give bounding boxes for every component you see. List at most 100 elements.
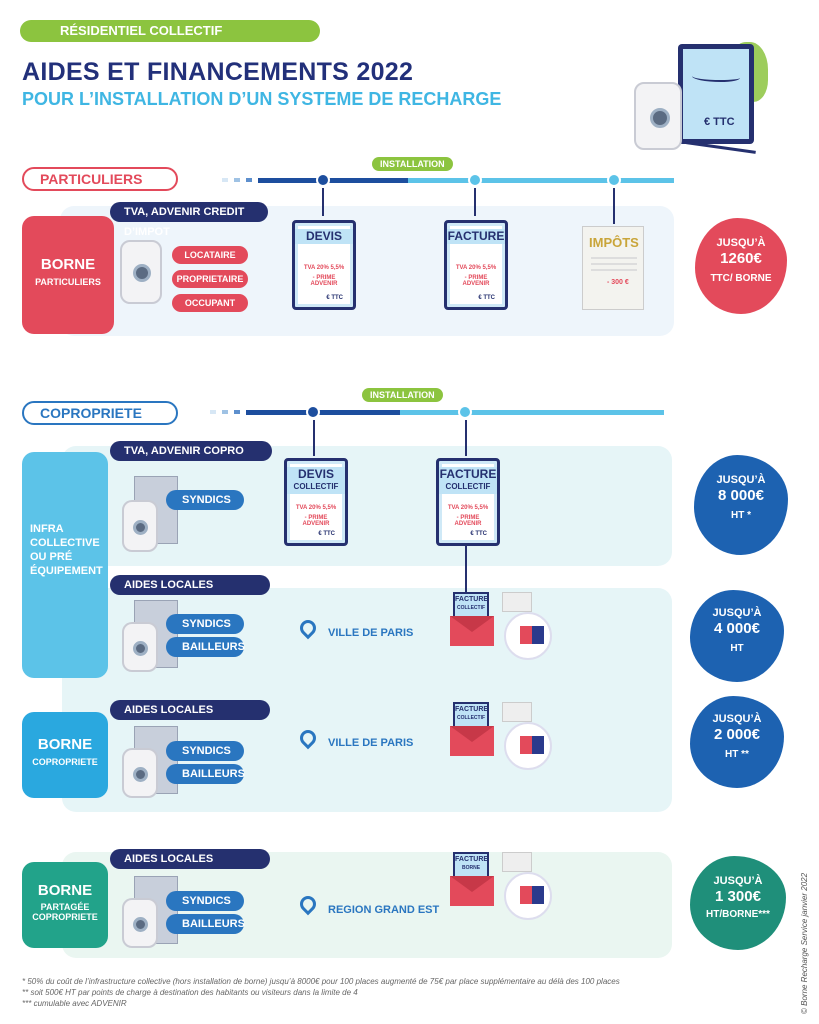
footnote-1: * 50% du coût de l’infrastructure collec…	[22, 977, 620, 986]
vat-old: TVA 20%	[447, 505, 473, 511]
infra-collective-box: INFRA COLLECTIVE OU PRÉ ÉQUIPEMENT	[22, 452, 108, 678]
installation-badge: INSTALLATION	[372, 157, 453, 171]
amount-line1: JUSQU’À	[716, 474, 766, 486]
vat-new: 5,5%	[474, 505, 489, 511]
side-title: BORNE	[37, 882, 93, 899]
envelope-icon: FACTURE COLLECTIF	[450, 592, 500, 652]
amount-value: 2 000€	[714, 726, 760, 743]
devis-card: DEVIS TVA 20% 5,5% - PRIME ADVENIR € TTC	[292, 220, 356, 310]
amount-copro-infra: JUSQU’À 8 000€ HT *	[694, 455, 788, 555]
impots-amount: - 300 €	[607, 279, 629, 286]
amount-line1: JUSQU’À	[712, 607, 762, 619]
env-doc-subtitle: COLLECTIF	[456, 715, 486, 721]
borne-partagee-box: BORNE PARTAGÉE COPROPRIETE	[22, 862, 108, 948]
charger-icon	[634, 82, 682, 150]
env-doc-subtitle: BORNE	[461, 865, 481, 871]
payment-hand-icon	[504, 612, 552, 660]
timeline-dot	[468, 173, 482, 187]
timeline-dot	[316, 173, 330, 187]
location-label: REGION GRAND EST	[328, 904, 440, 916]
header-illustration: € TTC	[628, 36, 778, 156]
amount-line1: JUSQU’À	[712, 713, 762, 725]
aid-label-locales: AIDES LOCALES	[110, 700, 270, 720]
vat-old: TVA 20%	[303, 265, 329, 271]
payment-hand-icon	[504, 722, 552, 770]
card-subtitle: COLLECTIF	[293, 482, 339, 491]
impots-card: IMPÔTS - 300 €	[582, 226, 644, 310]
envelope-icon: FACTURE COLLECTIF	[450, 702, 500, 762]
card-title: FACTURE	[447, 229, 505, 244]
vat-new: 5,5%	[330, 265, 345, 271]
timeline-dot	[306, 405, 320, 419]
card-title: DEVIS	[295, 229, 353, 244]
copyright: © Borne Recharge Service janvier 2022	[800, 872, 809, 1014]
card-ttc: € TTC	[326, 295, 343, 301]
amount-line3: TTC/ BORNE	[710, 273, 772, 284]
vat-new: 5,5%	[322, 505, 337, 511]
role-syndics: SYNDICS	[166, 490, 244, 510]
timeline-particuliers	[222, 172, 674, 192]
prime-line: - PRIME ADVENIR	[462, 275, 490, 287]
document-icon	[502, 852, 532, 872]
role-locataire: LOCATAIRE	[172, 246, 248, 264]
charger-icon	[122, 898, 158, 948]
amount-copro-paris-infra: JUSQU’À 4 000€ HT	[690, 590, 784, 682]
amount-line1: JUSQU’À	[713, 875, 763, 887]
side-subtitle: COPROPRIETE	[32, 912, 98, 922]
impots-title: IMPÔTS	[589, 235, 639, 250]
side-subtitle: PARTICULIERS	[35, 277, 101, 287]
charger-icon	[122, 500, 158, 552]
category-badge: RÉSIDENTIEL COLLECTIF	[20, 20, 320, 42]
amount-partagee: JUSQU’À 1 300€ HT/BORNE***	[690, 856, 786, 950]
vat-new: 5,5%	[482, 265, 497, 271]
env-doc-subtitle: COLLECTIF	[456, 605, 486, 611]
side-subtitle: PARTAGÉE	[40, 902, 90, 912]
role-bailleurs: BAILLEURS	[166, 914, 245, 934]
amount-line3: HT	[730, 643, 744, 654]
side-title: BORNE	[37, 736, 93, 753]
side-subtitle: COPROPRIETE	[32, 757, 98, 767]
illustration-price: € TTC	[704, 116, 735, 128]
card-subtitle: COLLECTIF	[445, 482, 491, 491]
footnote-3: *** cumulable avec ADVENIR	[22, 999, 127, 1008]
amount-copro-paris-borne: JUSQU’À 2 000€ HT **	[690, 696, 784, 788]
amount-particuliers: JUSQU’À 1260€ TTC/ BORNE	[695, 218, 787, 314]
card-ttc: € TTC	[318, 531, 335, 537]
particuliers-panel	[60, 206, 674, 336]
card-title: FACTURE	[439, 467, 497, 481]
document-icon	[502, 592, 532, 612]
page-title: AIDES ET FINANCEMENTS 2022	[22, 58, 414, 86]
aid-label-locales: AIDES LOCALES	[110, 849, 270, 869]
amount-value: 1 300€	[715, 888, 761, 905]
facture-card: FACTURE TVA 20% 5,5% - PRIME ADVENIR € T…	[444, 220, 508, 310]
location-label: VILLE DE PARIS	[328, 737, 414, 749]
vat-old: TVA 20%	[295, 505, 321, 511]
amount-value: 1260€	[720, 250, 762, 267]
charger-icon	[122, 748, 158, 798]
charger-icon	[120, 240, 162, 304]
amount-line1: JUSQU’À	[716, 237, 766, 249]
aid-label-particuliers: TVA, ADVENIR CREDIT D’IMPOT	[110, 202, 268, 238]
env-doc-title: FACTURE	[455, 596, 489, 603]
side-title: BORNE	[40, 256, 96, 273]
envelope-icon: FACTURE BORNE	[450, 852, 500, 912]
aid-label-locales: AIDES LOCALES	[110, 575, 270, 595]
vat-old: TVA 20%	[455, 265, 481, 271]
role-proprietaire: PROPRIETAIRE	[172, 270, 248, 288]
timeline-copropriete	[210, 404, 664, 424]
env-doc-title: FACTURE	[455, 706, 489, 713]
env-doc-title: FACTURE	[455, 856, 489, 863]
amount-line3: HT *	[731, 510, 751, 521]
role-syndics: SYNDICS	[166, 614, 244, 634]
page-subtitle: POUR L’INSTALLATION D’UN SYSTEME DE RECH…	[22, 89, 502, 109]
charger-icon	[122, 622, 158, 672]
section-tag-copropriete: COPROPRIETE	[22, 401, 178, 425]
footnote-2: ** soit 500€ HT par points de charge à d…	[22, 988, 358, 997]
prime-line: - PRIME ADVENIR	[454, 515, 482, 527]
location-label: VILLE DE PARIS	[328, 627, 414, 639]
role-syndics: SYNDICS	[166, 891, 244, 911]
borne-particuliers-box: BORNE PARTICULIERS	[22, 216, 114, 334]
amount-value: 4 000€	[714, 620, 760, 637]
timeline-dot	[607, 173, 621, 187]
